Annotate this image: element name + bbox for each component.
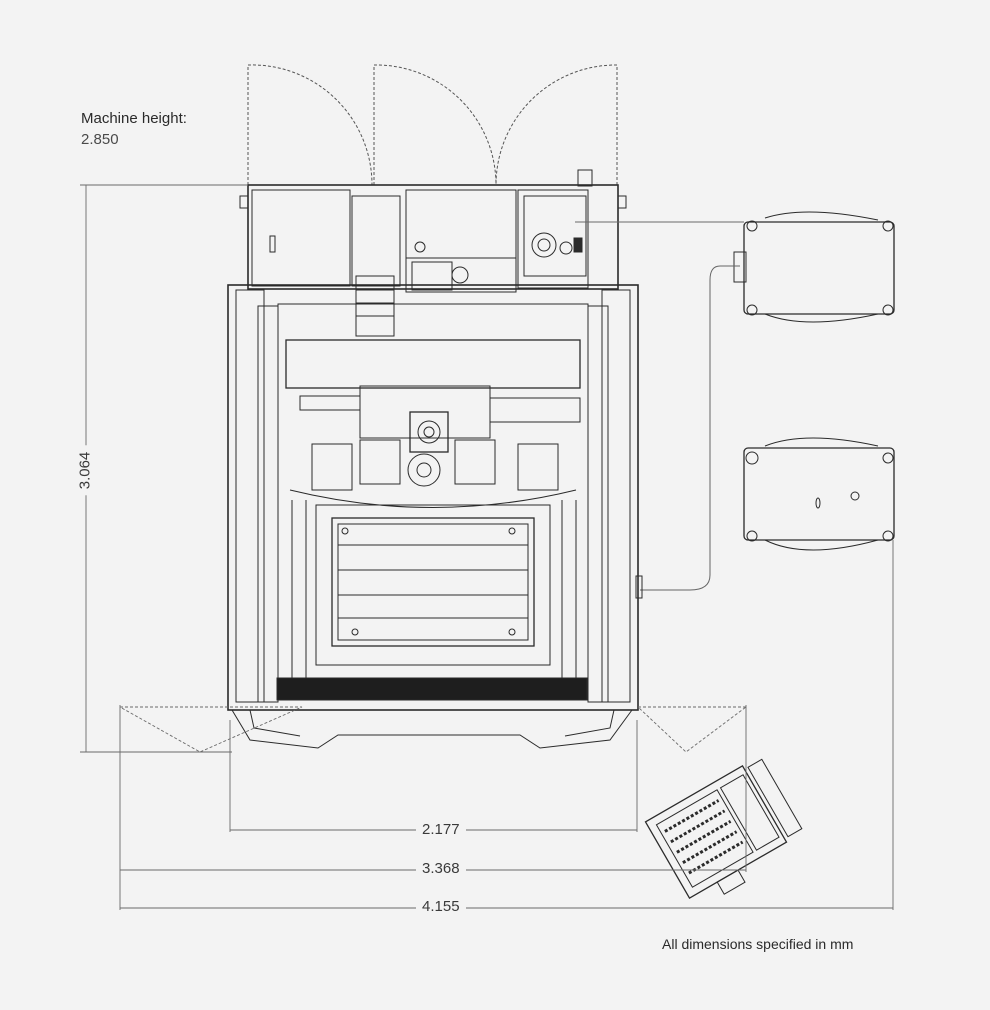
depth-dimension: 3.064 bbox=[76, 445, 94, 496]
total-width-dimension: 4.155 bbox=[416, 898, 466, 915]
hose-route bbox=[640, 265, 740, 591]
dimension-lines bbox=[80, 184, 894, 910]
machine-height-label: Machine height: bbox=[81, 110, 187, 127]
control-panel bbox=[644, 758, 803, 899]
rear-cabinet bbox=[239, 169, 627, 337]
door-swing-arcs bbox=[247, 64, 618, 186]
doors-width-dimension: 3.368 bbox=[416, 860, 466, 877]
peripheral-unit-2 bbox=[743, 437, 895, 551]
main-enclosure bbox=[227, 284, 639, 749]
machine-width-dimension: 2.177 bbox=[416, 821, 466, 838]
units-note: All dimensions specified in mm bbox=[662, 936, 854, 952]
machine-height-value: 2.850 bbox=[81, 131, 119, 148]
peripheral-unit-1 bbox=[733, 211, 895, 323]
